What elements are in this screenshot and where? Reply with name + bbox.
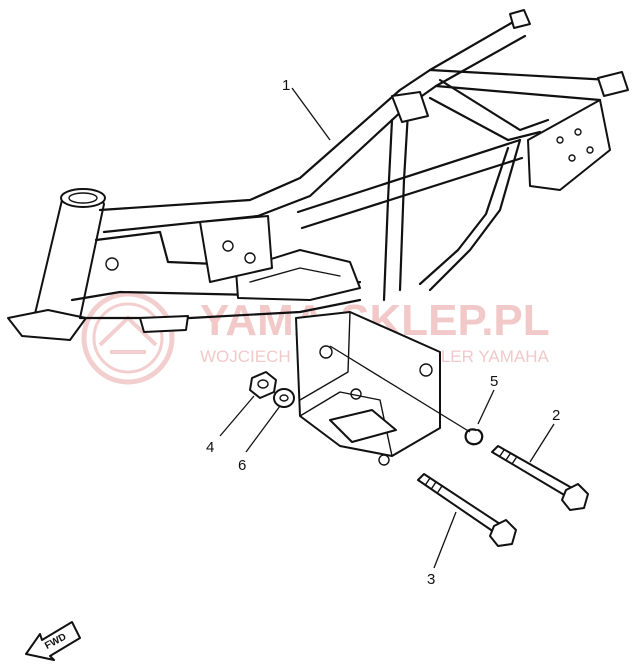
nut-body <box>249 371 277 399</box>
washer-ring <box>273 388 295 408</box>
bolt-long-head <box>561 483 589 511</box>
rear-cross-tube-lower <box>428 96 542 142</box>
mount-hole-right <box>419 363 433 377</box>
rear-down-tube-inner <box>418 146 510 286</box>
top-rail-end <box>509 9 531 29</box>
gusset-hole-1 <box>222 240 234 252</box>
fender-hole-4 <box>586 146 594 154</box>
mount-hole-middle <box>350 388 362 400</box>
fwd-arrow-icon <box>25 621 81 661</box>
top-rear-rail-lower <box>434 84 602 102</box>
rear-down-tube <box>428 138 522 292</box>
washer-hole <box>279 394 289 402</box>
rear-rail-end <box>597 71 629 97</box>
top-rear-rail <box>428 68 612 82</box>
engine-cradle-detail <box>249 267 341 283</box>
main-frame <box>7 9 629 341</box>
bolt-long-thread <box>499 449 517 465</box>
bolt-long-shank <box>491 445 573 497</box>
bolt-long <box>491 445 589 511</box>
fwd-arrow: FWD <box>25 621 81 661</box>
leader-lines <box>219 87 555 569</box>
part-label-1: 1 <box>282 77 290 94</box>
seat-post-tube <box>398 110 410 292</box>
part-labels: 1 2 3 4 5 6 <box>206 77 560 588</box>
watermark-logo <box>81 291 175 385</box>
bolt-short <box>417 473 517 547</box>
leader-5 <box>477 389 495 425</box>
fender-hole-1 <box>556 136 564 144</box>
nut-bore <box>257 379 269 389</box>
washer <box>273 388 295 408</box>
part-label-5: 5 <box>490 373 498 390</box>
mount-plate-fold <box>299 311 351 401</box>
bolt-short-thread <box>425 477 443 493</box>
part-label-3: 3 <box>427 571 435 588</box>
leader-2 <box>529 423 555 463</box>
down-tube <box>94 230 242 267</box>
mount-hole-bottom <box>378 454 390 466</box>
bolt-short-shank <box>417 473 501 533</box>
steering-head-top <box>60 188 106 208</box>
part-label-2: 2 <box>552 407 560 424</box>
upper-frame-tube-inner <box>102 34 527 234</box>
leader-4 <box>219 395 255 437</box>
leader-3 <box>433 511 457 569</box>
leader-1 <box>291 87 331 141</box>
gusset-hole-2 <box>244 252 256 264</box>
fender-hole-3 <box>568 154 576 162</box>
upper-frame-tube <box>98 16 522 212</box>
rear-cross-tube <box>438 78 550 132</box>
fender-hole-2 <box>574 128 582 136</box>
leader-assembly <box>329 345 471 433</box>
diagonal-brace <box>296 138 522 214</box>
steering-head-bore <box>68 192 98 204</box>
mount-plate-ledge <box>329 409 397 443</box>
head-tube-bottom-plate <box>7 309 87 341</box>
part-label-4: 4 <box>206 439 214 456</box>
engine-mount-bracket <box>295 311 441 466</box>
seat-post-tube-inner <box>382 118 394 302</box>
lower-frame-tube-inner <box>78 298 362 320</box>
footrest-bracket <box>139 315 189 333</box>
head-gusset <box>199 215 273 283</box>
diagonal-brace-lower <box>300 156 524 230</box>
part-label-6: 6 <box>238 457 246 474</box>
leader-6 <box>245 405 281 453</box>
seat-bracket <box>391 91 429 123</box>
mount-hole-top <box>319 345 333 359</box>
gusset-hole-3 <box>105 257 119 271</box>
nut <box>249 371 277 399</box>
rear-fender-bracket <box>527 99 611 191</box>
bolt-short-head <box>489 519 517 547</box>
